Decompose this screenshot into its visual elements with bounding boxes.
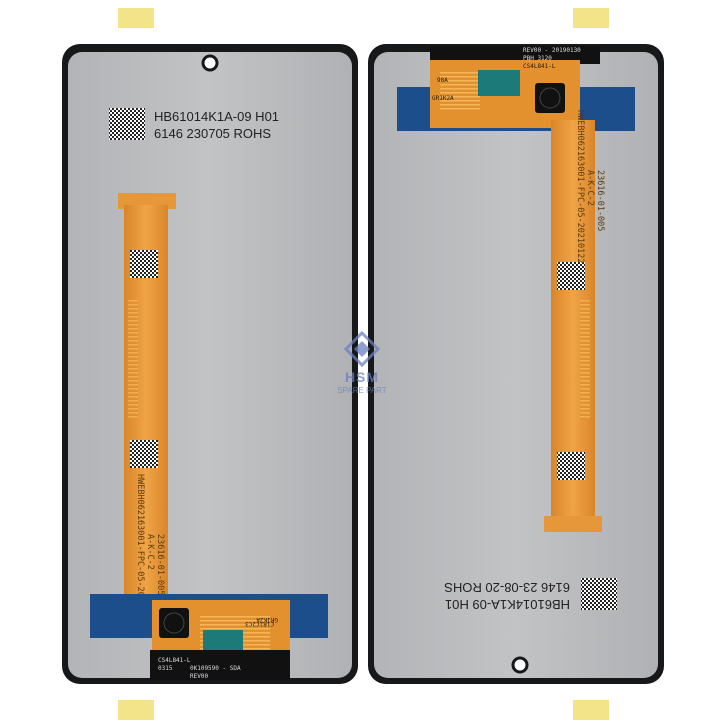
left-fpc-label-1: HWEBH062163001-FPC-05-20210122 (135, 474, 145, 628)
watermark-sub: SPARE PART (337, 386, 386, 395)
right-board-chip (535, 83, 565, 113)
right-board-traces (440, 70, 480, 110)
right-qr-code (581, 578, 617, 610)
left-mini-label-1: CS4L841-L (158, 657, 191, 664)
right-fpc-label-3: 23616-01-005 (595, 170, 605, 231)
corner-sticker (118, 700, 154, 720)
right-mini-label-5: 98A (437, 77, 448, 84)
left-part-number: HB61014K1A-09 H01 (154, 109, 279, 124)
left-flex-qr-1 (130, 250, 158, 278)
corner-sticker (573, 700, 609, 720)
right-board-label-strip (430, 46, 600, 64)
right-board-connector (478, 70, 520, 96)
left-flex-traces (128, 300, 138, 420)
right-mini-label-3: CS4L841-L (523, 63, 556, 70)
left-mini-label-3: 0K109590 - SDA (190, 665, 241, 672)
left-board-chip (159, 608, 189, 638)
watermark-brand: HSM (345, 369, 379, 385)
left-fpc-label-3: 23616-01-005 (155, 534, 165, 595)
right-mini-label-4: GR1K2A (432, 95, 454, 102)
right-flex-qr-2 (557, 452, 585, 480)
left-date-code: 6146 230705 ROHS (154, 126, 271, 141)
right-fpc-label-1: HWEBH062163001-FPC-05-20210122 (575, 110, 585, 264)
left-mini-label-4: REV00 (190, 673, 208, 680)
left-flex-qr-2 (130, 440, 158, 468)
left-fpc-label-2: A-K-C-2 (145, 534, 155, 570)
right-part-number: HB61014K1A-09 H01 (445, 597, 570, 612)
watermark: HSM SPARE PART (337, 330, 387, 395)
right-date-code: 6146 23-08-20 ROHS (444, 580, 570, 595)
left-qr-code (109, 108, 145, 140)
right-flex-bottom-connector (544, 516, 602, 532)
watermark-logo-diamond (343, 330, 381, 368)
left-notch (201, 54, 219, 72)
right-mini-label-2: PBH 3120 (523, 55, 552, 62)
right-flex-traces (580, 300, 590, 420)
left-mini-label-5: GR1K2A (256, 616, 278, 623)
right-display: REV00 - 20190130 PBH 3120 CS4L841-L GR1K… (368, 44, 664, 684)
left-chip-label: C1R1C2C3 (245, 620, 274, 627)
corner-sticker (573, 8, 609, 28)
corner-sticker (118, 8, 154, 28)
right-flex-qr-1 (557, 262, 585, 290)
watermark-logo-diamond-inner (354, 341, 370, 357)
right-mini-label-1: REV00 - 20190130 (523, 47, 581, 54)
left-display: HB61014K1A-09 H01 6146 230705 ROHS HWEBH… (62, 44, 358, 684)
right-notch (511, 656, 529, 674)
left-panel-back (68, 52, 352, 678)
left-mini-label-2: 0315 (158, 665, 173, 672)
right-chip-ring (539, 87, 561, 109)
left-chip-ring (163, 612, 185, 634)
left-board-label-strip (150, 650, 290, 680)
right-fpc-label-2: A-K-C-2 (585, 170, 595, 206)
